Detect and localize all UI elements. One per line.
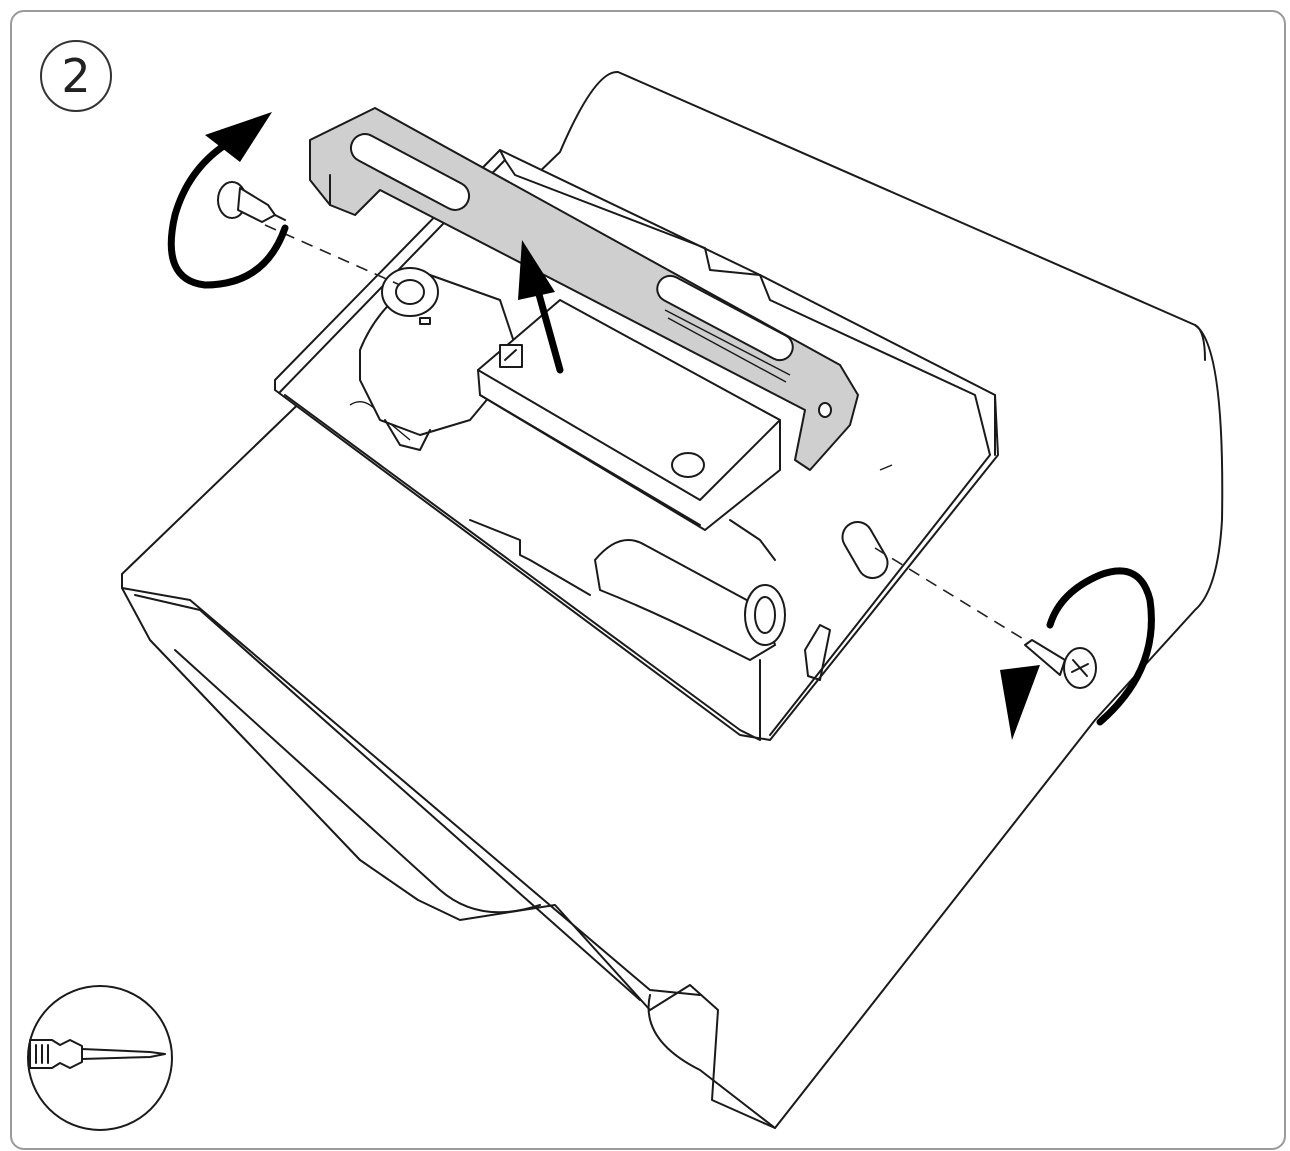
- rotate-counterclockwise-icon: [167, 112, 289, 289]
- screwdriver-icon: [27, 985, 173, 1131]
- step-number-badge: 2: [40, 40, 112, 112]
- screw-path-left: [264, 224, 401, 286]
- left-screw: [217, 181, 286, 223]
- right-screw: [1024, 639, 1097, 689]
- bottom-capacitor: [594, 519, 786, 661]
- arrow-up-icon: [518, 240, 564, 374]
- mounting-bracket: [309, 107, 859, 471]
- rotate-clockwise-icon: [1000, 567, 1155, 740]
- screw-path-right: [874, 547, 1026, 641]
